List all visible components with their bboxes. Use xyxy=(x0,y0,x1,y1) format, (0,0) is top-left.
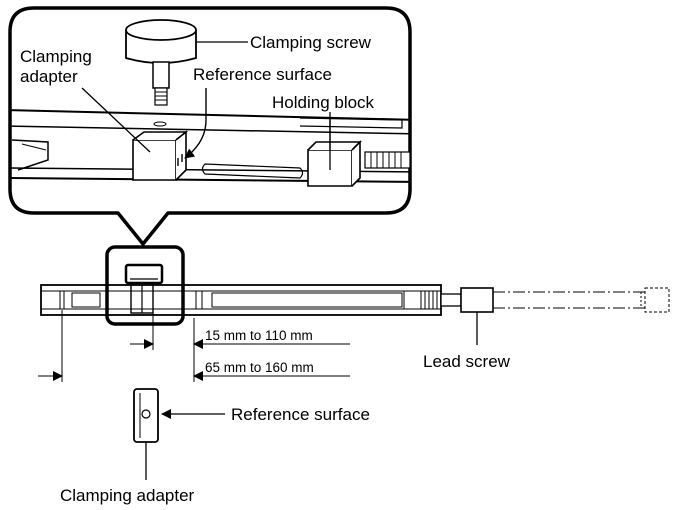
main-rail-right-end xyxy=(420,291,438,309)
callout-bubble: Clamping screw Clamping adapter Referenc… xyxy=(8,6,412,246)
callout-holding-block xyxy=(307,118,362,187)
highlight-box xyxy=(105,245,185,326)
label-lead-screw: Lead screw xyxy=(423,352,511,371)
label-clamping-adapter-line2: adapter xyxy=(20,67,78,86)
label-reference-surface-callout: Reference surface xyxy=(193,65,332,84)
lead-screw-phantom-end xyxy=(644,287,670,313)
main-clamping-screw-head xyxy=(124,263,164,285)
callout-rail xyxy=(10,109,410,183)
label-clamping-adapter-line1: Clamping xyxy=(20,47,92,66)
dimension-long-range: 65 mm to 160 mm xyxy=(205,360,314,375)
main-rail xyxy=(40,284,442,316)
leader-clamping-adapter xyxy=(81,87,151,153)
label-clamping-adapter-main: Clamping adapter xyxy=(60,486,195,505)
lead-screw-coupling xyxy=(460,287,494,313)
callout-outline xyxy=(8,6,412,246)
reference-surface-arrow xyxy=(184,88,207,159)
label-clamping-screw: Clamping screw xyxy=(250,33,372,52)
clamping-adapter-detail xyxy=(133,388,225,480)
callout-threaded-rod xyxy=(364,151,410,169)
adapter-hole xyxy=(141,409,151,419)
callout-clamping-screw xyxy=(125,19,197,106)
dimension-short-range: 15 mm to 110 mm xyxy=(205,328,313,343)
fixture-side-view xyxy=(40,245,670,345)
label-holding-block: Holding block xyxy=(272,93,375,112)
dimension-lines: 15 mm to 110 mm 65 mm to 160 mm xyxy=(38,310,350,382)
label-reference-surface-main: Reference surface xyxy=(231,405,370,424)
callout-clamping-adapter xyxy=(132,130,189,181)
